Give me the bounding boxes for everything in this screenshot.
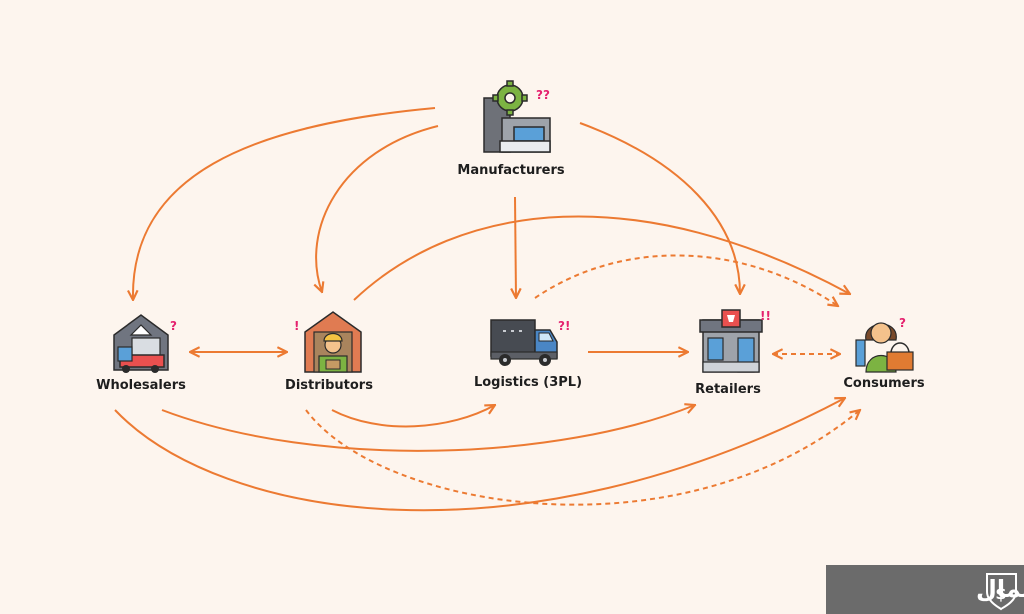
wholesalers-label: Wholesalers <box>96 378 186 393</box>
shopper-icon <box>855 322 914 373</box>
shield-dollar-icon: $ <box>986 573 1017 611</box>
distributors-mark: ! <box>294 319 299 333</box>
distributors-label: Distributors <box>285 378 373 393</box>
wholesalers-mark: ? <box>170 319 177 333</box>
manufacturers-mark: ?? <box>536 88 550 102</box>
edge-distributors-consumers-dashed <box>305 410 860 506</box>
edge-distributors-logistics <box>331 405 495 428</box>
edge-wholesalers-consumers <box>114 398 845 512</box>
delivery-truck-icon <box>490 319 558 366</box>
consumers-mark: ? <box>899 316 906 330</box>
consumers-label: Consumers <box>843 376 924 391</box>
edge-manufacturers-wholesalers <box>133 107 436 300</box>
edges <box>114 107 860 512</box>
watermark: ميدان المال $ <box>826 565 1024 614</box>
edge-logistics-consumers-dashed <box>534 254 838 306</box>
retailers-mark: !! <box>760 309 771 323</box>
worker-warehouse-icon <box>304 311 362 373</box>
edge-wholesalers-retailers <box>161 405 695 452</box>
edge-manufacturers-distributors <box>316 125 439 292</box>
manufacturers-label: Manufacturers <box>457 163 564 178</box>
edge-manufacturers-logistics <box>515 196 516 298</box>
store-icon <box>699 309 763 373</box>
warehouse-truck-icon <box>113 314 169 373</box>
logistics-label: Logistics (3PL) <box>474 375 582 390</box>
edge-distributors-consumers-top <box>353 215 850 301</box>
retailers-label: Retailers <box>695 382 761 397</box>
factory-icon <box>483 80 551 153</box>
logistics-mark: ?! <box>558 319 570 333</box>
edge-manufacturers-retailers <box>579 122 740 294</box>
svg-text:$: $ <box>995 584 1006 603</box>
